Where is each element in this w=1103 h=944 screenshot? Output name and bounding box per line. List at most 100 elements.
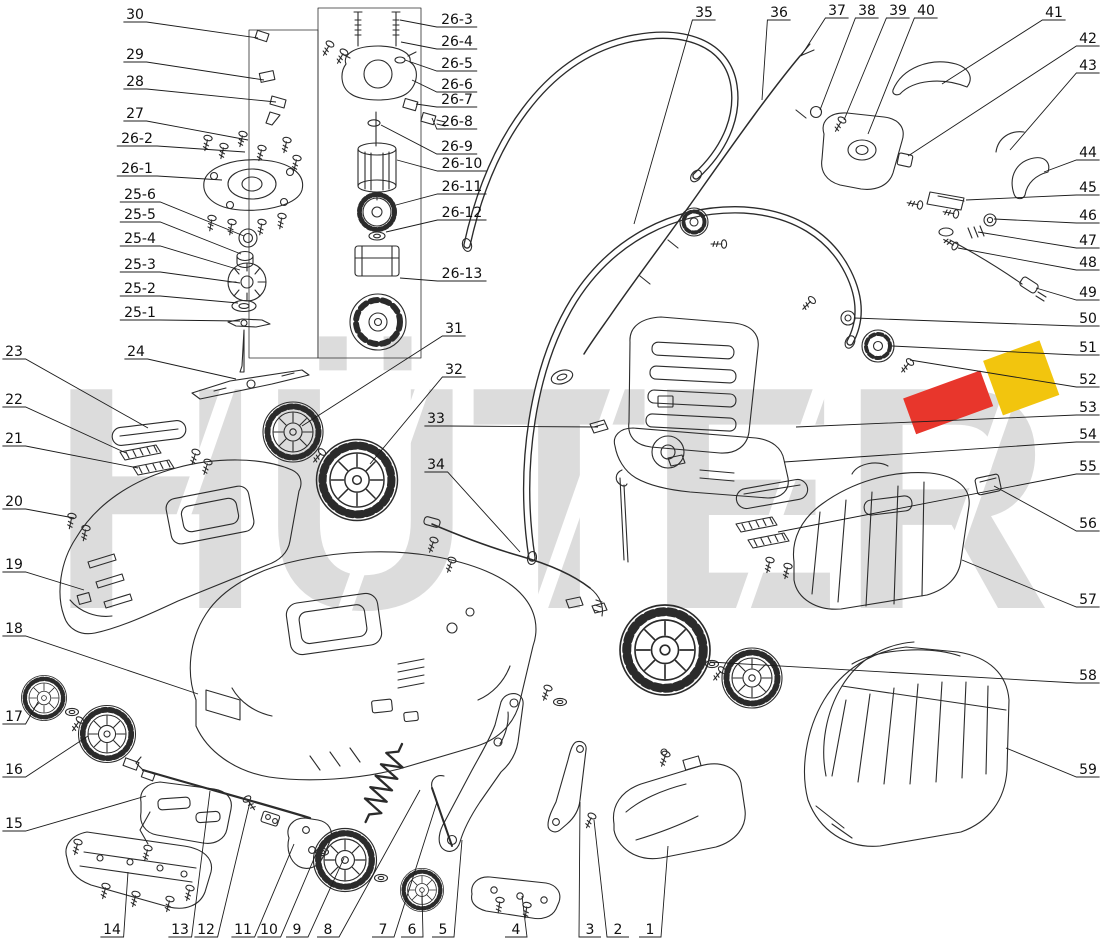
callout-number: 11: [234, 922, 252, 938]
callout-26-4: 26-4: [400, 34, 478, 50]
leader-line: [2, 735, 89, 778]
leader-line: [399, 277, 487, 282]
callout-number: 48: [1079, 255, 1097, 271]
callout-5: 5: [432, 839, 463, 938]
callout-17: 17: [2, 701, 39, 725]
leader-line: [1005, 747, 1100, 778]
leader-line: [116, 175, 223, 181]
leader-line: [941, 19, 1066, 85]
leader-line: [369, 376, 466, 465]
callout-25-4: 25-4: [119, 231, 241, 271]
callout-number: 15: [5, 816, 23, 832]
callout-number: 26-6: [441, 77, 473, 93]
leader-line: [2, 445, 139, 469]
callout-16: 16: [2, 735, 89, 778]
leader-line: [119, 319, 241, 322]
callout-number: 5: [439, 922, 448, 938]
leader-line: [800, 17, 849, 57]
leader-line: [119, 295, 239, 304]
subassembly-boxes: [248, 7, 422, 359]
blade: [191, 369, 310, 400]
leader-line: [400, 41, 478, 50]
callout-number: 14: [103, 922, 121, 938]
callout-number: 22: [5, 392, 23, 408]
callout-number: 26-3: [441, 12, 473, 28]
axle-rod-13: [135, 756, 312, 827]
callout-23: 23: [2, 344, 149, 429]
callout-1: 1: [639, 845, 669, 938]
callout-59: 59: [1005, 747, 1100, 778]
callout-number: 32: [445, 362, 463, 378]
leader-line: [783, 441, 1100, 463]
callout-number: 4: [512, 922, 521, 938]
leader-line: [123, 61, 265, 81]
leader-line: [891, 345, 1100, 356]
callout-number: 25-2: [124, 281, 156, 297]
leader-line: [2, 701, 39, 725]
upper-housing-19: [59, 459, 302, 635]
clip-right-deck: [667, 454, 686, 467]
callout-25-5: 25-5: [119, 207, 242, 255]
callout-13: 13: [168, 790, 211, 938]
callout-40: 40: [867, 3, 938, 135]
callout-21: 21: [2, 431, 139, 469]
leader-line: [1009, 72, 1100, 151]
callout-27: 27: [123, 106, 249, 141]
rear-flap-57: [792, 462, 970, 610]
callout-number: 16: [5, 762, 23, 778]
leader-line: [100, 871, 129, 938]
callout-number: 25-4: [124, 231, 156, 247]
callout-number: 26-2: [121, 131, 153, 147]
leader-line: [993, 218, 1100, 224]
knob-bolt: [710, 239, 728, 249]
callout-24: 24: [124, 344, 237, 380]
right-handle-pad: [735, 478, 809, 510]
callout-number: 26-13: [442, 266, 483, 282]
callout-number: 21: [5, 431, 23, 447]
callout-number: 47: [1079, 233, 1097, 249]
leader-line: [424, 425, 599, 428]
callout-44: 44: [1043, 145, 1100, 173]
callout-26-11: 26-11: [395, 179, 487, 206]
wheel-17: [22, 676, 67, 721]
callout-25-6: 25-6: [119, 187, 245, 237]
callout-30: 30: [123, 7, 259, 39]
leader-line: [257, 853, 317, 938]
callout-26-9: 26-9: [380, 124, 478, 155]
callout-number: 13: [171, 922, 189, 938]
callout-6: 6: [401, 891, 424, 938]
leader-line: [123, 120, 249, 141]
callout-31: 31: [301, 321, 466, 427]
leader-line: [819, 17, 879, 111]
callout-number: 54: [1079, 427, 1097, 443]
callout-54: 54: [783, 427, 1100, 463]
leader-line: [1043, 159, 1100, 173]
callout-56: 56: [993, 485, 1100, 532]
callout-number: 31: [445, 321, 463, 337]
callout-22: 22: [2, 392, 127, 454]
callout-28: 28: [123, 74, 277, 103]
leader-line: [2, 635, 199, 695]
callout-26-5: 26-5: [404, 56, 478, 72]
front-axle-fasteners: [64, 707, 156, 782]
callout-50: 50: [853, 311, 1100, 327]
callout-number: 25-5: [124, 207, 156, 223]
callout-number: 26-12: [442, 205, 483, 221]
callout-number: 25-1: [124, 305, 156, 321]
callout-15: 15: [2, 795, 147, 832]
callout-26-7: 26-7: [415, 92, 478, 108]
callout-number: 24: [127, 344, 145, 360]
callout-37: 37: [800, 3, 849, 57]
leader-line: [404, 59, 478, 72]
callout-29: 29: [123, 47, 265, 81]
callout-number: 34: [427, 457, 445, 473]
callout-number: 56: [1079, 516, 1097, 532]
leader-line: [593, 819, 629, 938]
leader-line: [993, 485, 1100, 532]
leader-line: [301, 335, 466, 427]
motor-mount-assembly: [200, 29, 304, 237]
right-deck: [613, 427, 789, 499]
callout-57: 57: [961, 559, 1100, 608]
fan-blade-stack: [227, 228, 271, 373]
